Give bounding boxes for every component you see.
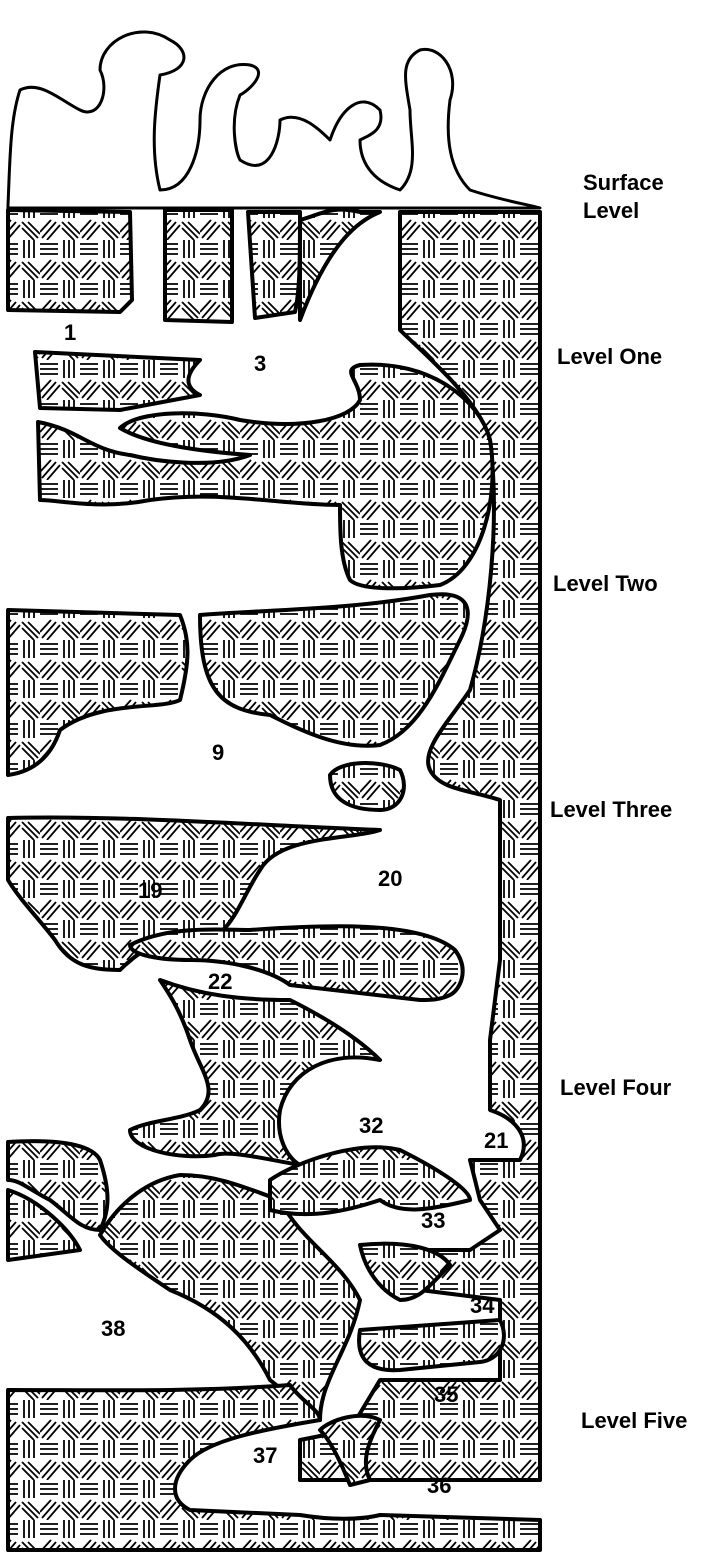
- cave-22: 22: [208, 969, 232, 994]
- level-surface-line2: Level: [583, 198, 639, 223]
- cave-33: 33: [421, 1208, 445, 1233]
- level-one-label: Level One: [557, 344, 662, 369]
- level-labels: Surface Level Level One Level Two Level …: [550, 170, 687, 1433]
- level-four-label: Level Four: [560, 1075, 672, 1100]
- cave-38: 38: [101, 1316, 125, 1341]
- level-three-label: Level Three: [550, 797, 672, 822]
- level-five-label: Level Five: [581, 1408, 687, 1433]
- cave-21: 21: [484, 1128, 508, 1153]
- cave-34: 34: [470, 1293, 495, 1318]
- cave-35: 35: [434, 1382, 458, 1407]
- surface-outline: [8, 32, 540, 208]
- level-two-label: Level Two: [553, 571, 658, 596]
- cave-20: 20: [378, 866, 402, 891]
- level-surface-line1: Surface: [583, 170, 664, 195]
- cave-37: 37: [253, 1443, 277, 1468]
- rock-layer: [8, 210, 540, 1550]
- cave-19: 19: [138, 878, 162, 903]
- cave-9: 9: [212, 740, 224, 765]
- level-surface-label: Surface Level: [583, 170, 670, 223]
- cave-32: 32: [359, 1113, 383, 1138]
- cave-3: 3: [254, 351, 266, 376]
- cave-36: 36: [427, 1473, 451, 1498]
- cave-1: 1: [64, 320, 76, 345]
